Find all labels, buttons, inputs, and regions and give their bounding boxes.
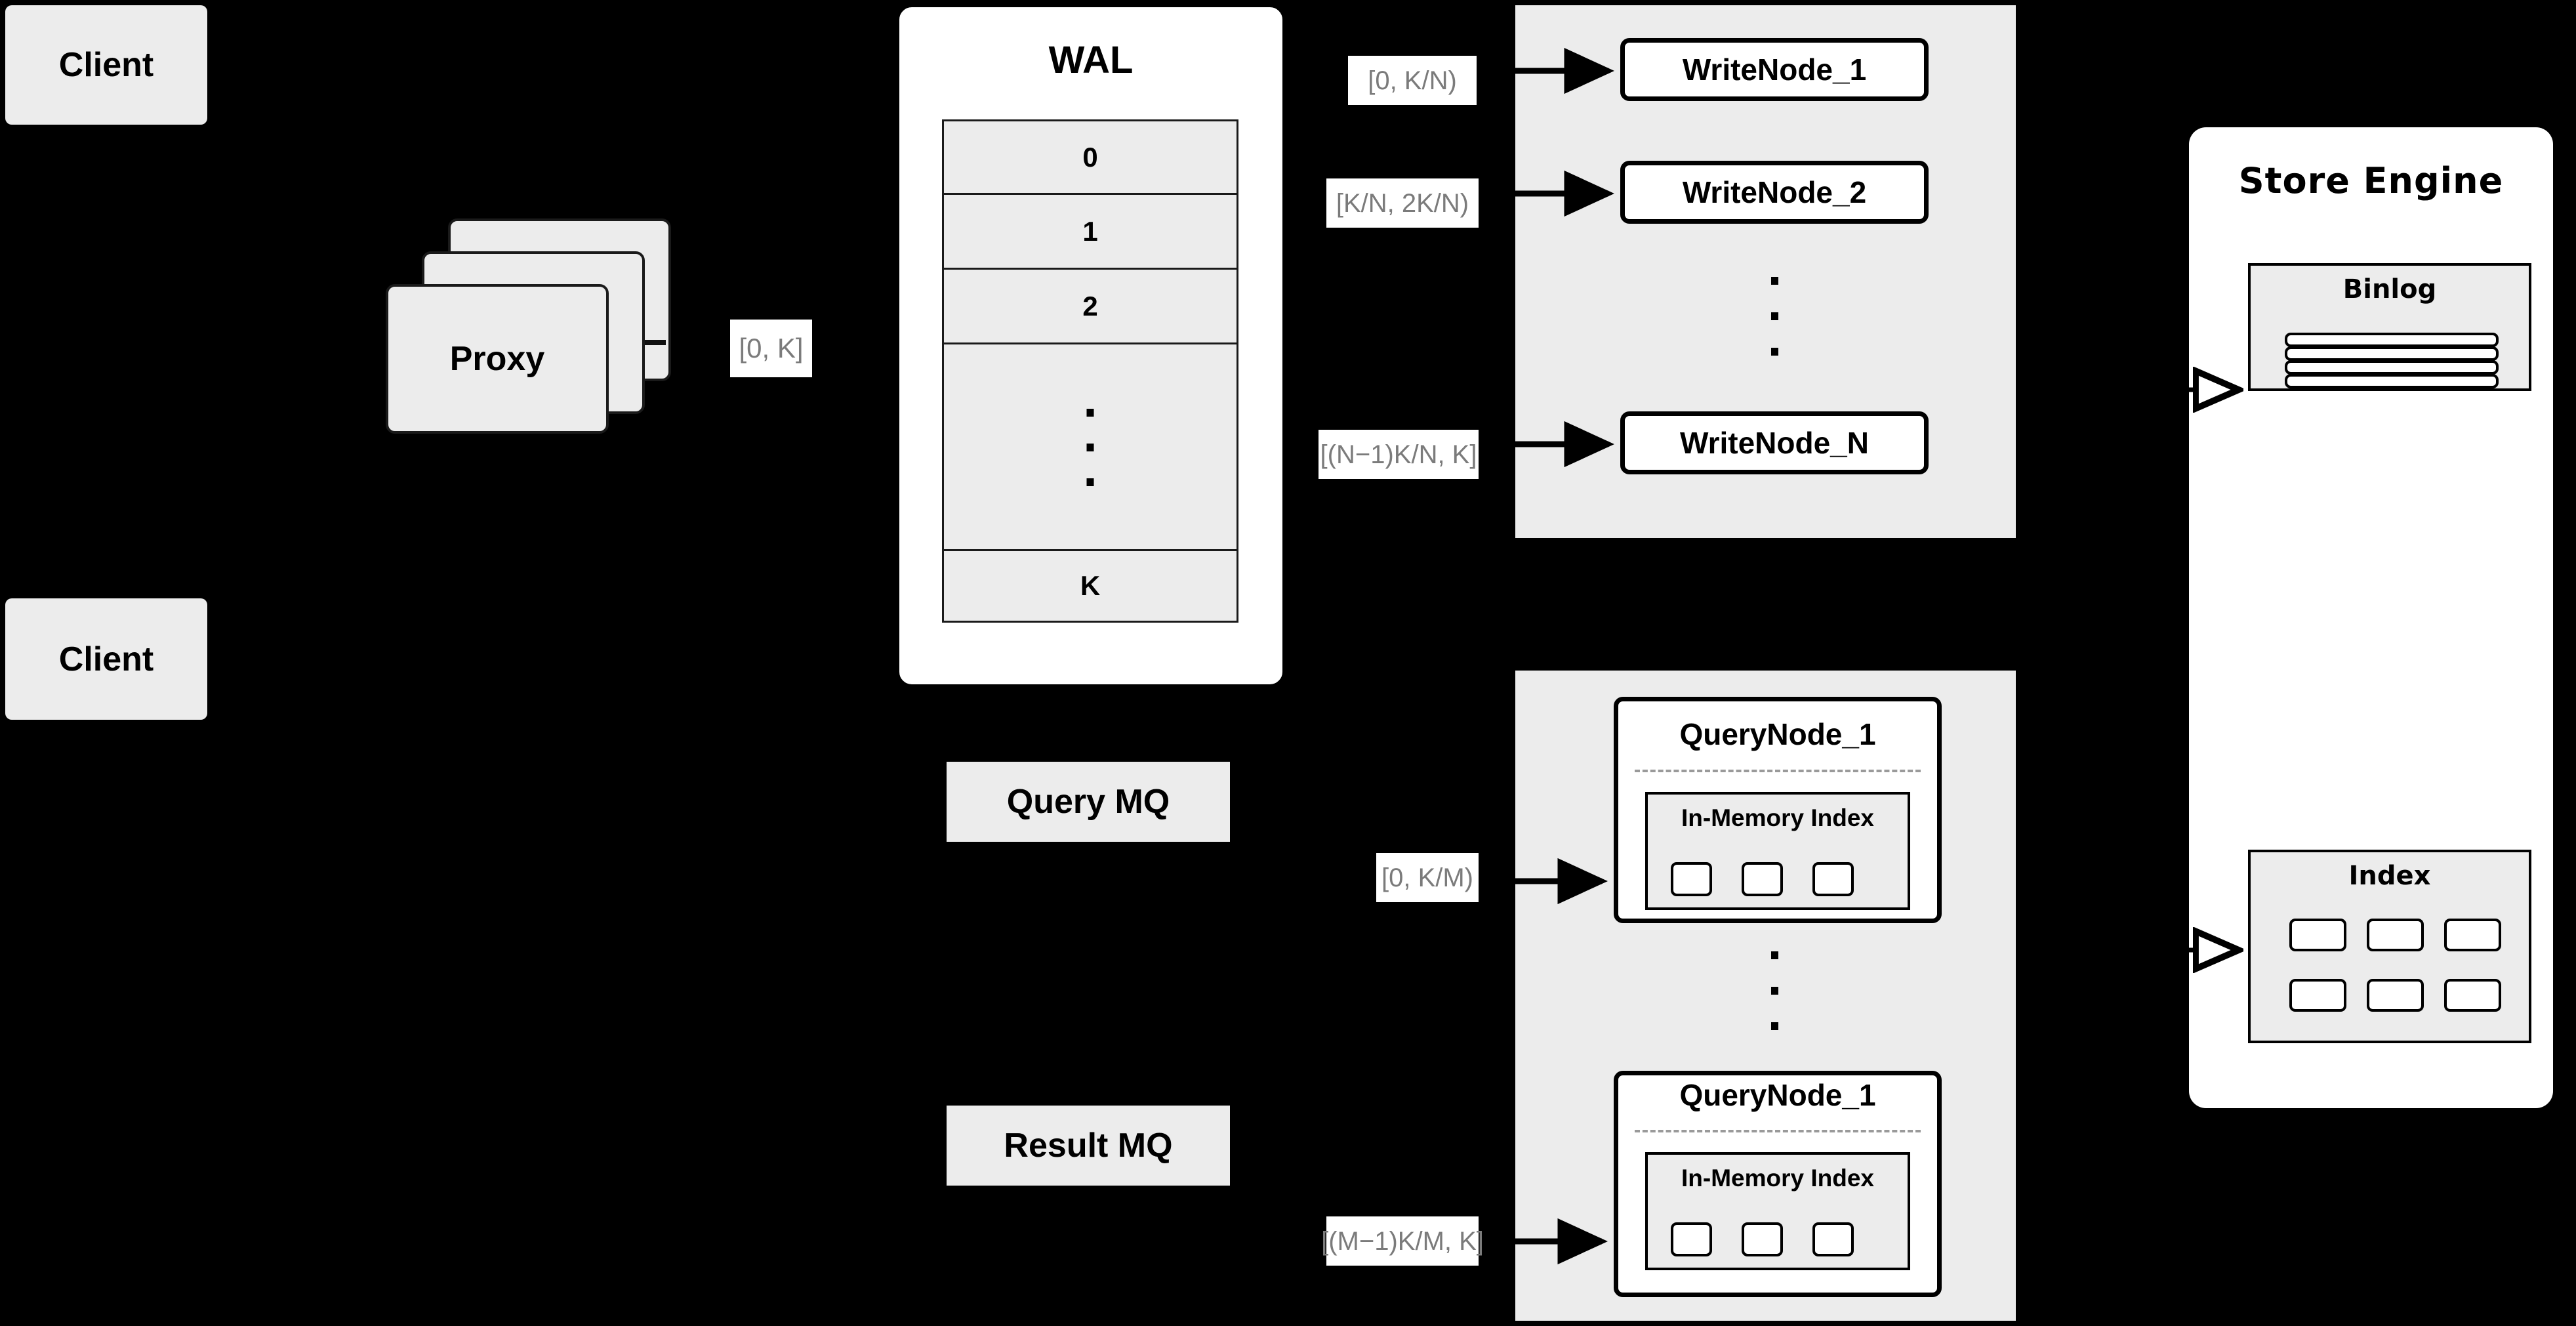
edge-label-proxy-to-wal: [0, K]: [730, 320, 812, 377]
write-node-label: WriteNode_1: [1682, 52, 1867, 87]
wal-vertical-ellipsis-icon: [1086, 409, 1094, 486]
proxy-label: Proxy: [449, 340, 545, 378]
query-node-1-index-chip[interactable]: [1742, 862, 1783, 896]
wal-table: 0 1 2 K: [942, 119, 1238, 623]
client-label: Client: [58, 46, 154, 84]
wal-row[interactable]: 1: [944, 195, 1237, 270]
query-node-1-index-chip[interactable]: [1671, 862, 1712, 896]
write-cluster-vertical-ellipsis-icon: [1770, 277, 1779, 356]
query-node-2-index-chip[interactable]: [1671, 1222, 1712, 1256]
binlog-title: Binlog: [2342, 274, 2437, 304]
edge-label-write-node-n: [(N−1)K/N, K]: [1319, 430, 1479, 479]
edge-label-query-node-1: [0, K/M): [1376, 853, 1479, 902]
result-mq-box[interactable]: Result MQ: [947, 1106, 1230, 1186]
query-node-1-label: QueryNode_1: [1679, 717, 1876, 751]
edge-label-write-node-2: [K/N, 2K/N): [1326, 178, 1479, 228]
query-node-1-divider: [1635, 770, 1921, 772]
store-index-chip[interactable]: [2444, 979, 2501, 1012]
write-node-2[interactable]: WriteNode_2: [1620, 161, 1929, 224]
binlog-entry-bar[interactable]: [2285, 333, 2499, 347]
write-node-n[interactable]: WriteNode_N: [1620, 411, 1929, 474]
client-label: Client: [58, 640, 154, 678]
query-mq-box[interactable]: Query MQ: [947, 762, 1230, 842]
store-index-chip[interactable]: [2289, 919, 2346, 951]
store-index-chip[interactable]: [2367, 919, 2424, 951]
write-node-1[interactable]: WriteNode_1: [1620, 38, 1929, 101]
query-node-2-index-chip[interactable]: [1812, 1222, 1854, 1256]
edge-label-write-node-1: [0, K/N): [1348, 56, 1477, 105]
wal-row[interactable]: 2: [944, 270, 1237, 344]
query-node-1-index-label: In-Memory Index: [1681, 804, 1874, 831]
binlog-entry-bar[interactable]: [2285, 374, 2499, 388]
client-box-top[interactable]: Client: [5, 5, 207, 125]
wal-row[interactable]: 0: [944, 121, 1237, 195]
binlog-entry-bar[interactable]: [2285, 346, 2499, 361]
store-index-title: Index: [2348, 861, 2431, 891]
edge-label-query-node-m: [(M−1)K/M, K]: [1321, 1216, 1484, 1266]
store-index-chip[interactable]: [2444, 919, 2501, 951]
query-cluster-vertical-ellipsis-icon: [1770, 951, 1779, 1030]
query-mq-label: Query MQ: [1006, 783, 1170, 821]
binlog-entry-bar[interactable]: [2285, 360, 2499, 375]
result-mq-label: Result MQ: [1004, 1127, 1173, 1165]
proxy-connector-stub: [645, 340, 666, 345]
store-index-chip[interactable]: [2367, 979, 2424, 1012]
query-node-1-index-chip[interactable]: [1812, 862, 1854, 896]
wal-title: WAL: [1048, 39, 1134, 81]
wal-row[interactable]: K: [1080, 570, 1101, 601]
write-node-label: WriteNode_N: [1680, 426, 1869, 460]
client-box-bottom[interactable]: Client: [5, 598, 207, 720]
query-node-2-index-label: In-Memory Index: [1681, 1165, 1874, 1191]
proxy-box[interactable]: Proxy: [386, 284, 609, 434]
wal-row-ellipsis: [944, 344, 1237, 551]
store-engine-title: Store Engine: [2238, 160, 2504, 201]
query-node-2-index-chip[interactable]: [1742, 1222, 1783, 1256]
write-node-label: WriteNode_2: [1682, 175, 1867, 209]
query-node-2-divider: [1635, 1130, 1921, 1132]
query-node-2-label: QueryNode_1: [1679, 1078, 1876, 1112]
store-index-chip[interactable]: [2289, 979, 2346, 1012]
